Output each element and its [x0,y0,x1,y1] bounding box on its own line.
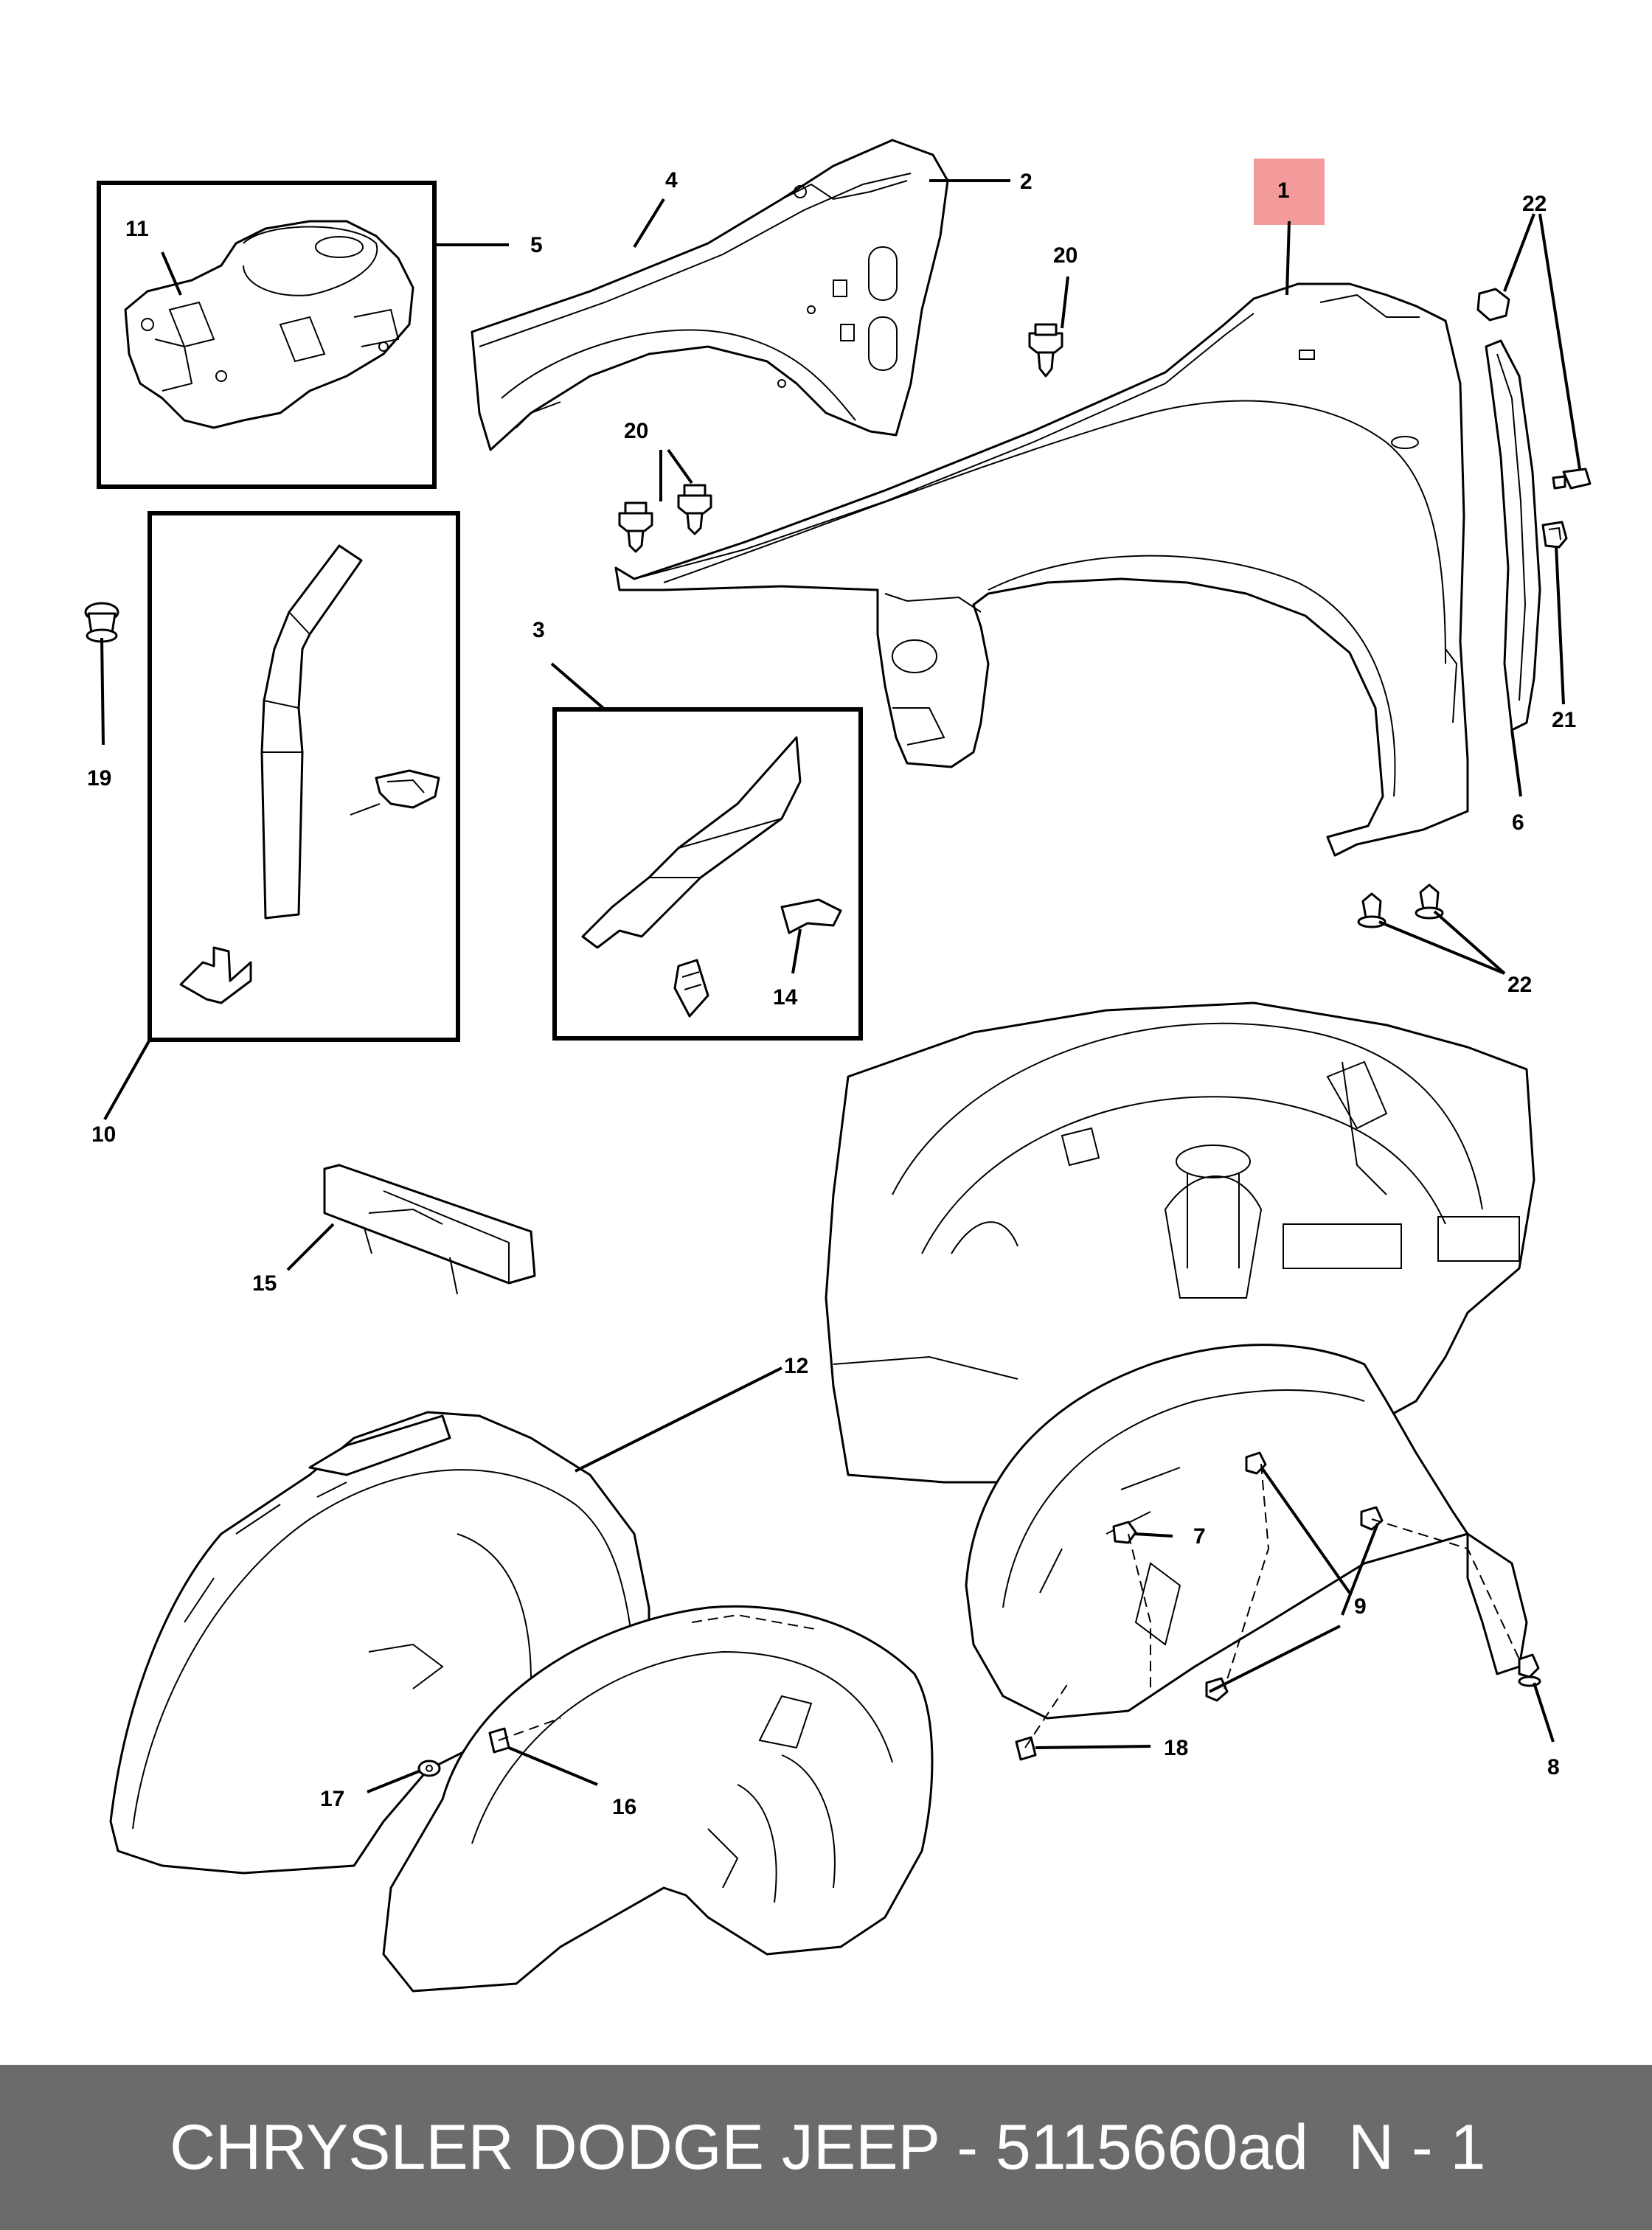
fastener-21-clip [1541,521,1568,549]
callout-21: 21 [1552,708,1576,732]
callout-16: 16 [612,1795,636,1819]
callout-11: 11 [125,217,149,241]
callout-15: 15 [252,1271,277,1296]
callout-22-top: 22 [1522,192,1547,216]
fastener-22-lower-b [1415,883,1444,920]
inset-box-5 [97,181,437,489]
part-11-apron-detail [124,220,414,429]
fastener-7 [1112,1521,1137,1544]
footer-bar: CHRYSLER DODGE JEEP - 5115660ad N - 1 [0,2065,1652,2230]
callout-1: 1 [1277,178,1290,203]
part-12-left-liner [109,1411,650,1875]
fastener-20-pair-b [677,484,712,535]
callout-22-bottom: 22 [1507,973,1532,997]
part-12-front-liner [382,1605,934,1993]
callout-2: 2 [1020,170,1032,194]
part-1-front-fender [614,282,1469,857]
callout-10: 10 [91,1122,116,1147]
part-3-bracket [581,736,842,1018]
fastener-18 [1015,1736,1037,1761]
callout-14: 14 [773,985,798,1010]
callout-20-top: 20 [1053,243,1077,268]
callout-12: 12 [784,1354,808,1378]
callout-18: 18 [1164,1736,1188,1760]
callout-20-left: 20 [624,419,648,443]
fastener-8 [1518,1653,1541,1687]
part-15-absorber [323,1164,536,1295]
part-10-reinforcement [179,544,440,1004]
footer-page-number: N - 1 [1348,2112,1486,2183]
callout-7: 7 [1193,1524,1206,1549]
inset-box-3 [552,707,863,1041]
callout-3: 3 [532,618,545,642]
part-2-4-fender-apron [471,139,949,451]
callout-19: 19 [87,766,111,791]
fastener-20-top [1028,323,1063,378]
fastener-17 [417,1760,441,1777]
parts-diagram: 1 2 4 5 11 20 20 22 21 6 22 19 3 14 10 1… [84,139,1592,1993]
fastener-22-top [1476,288,1510,322]
fastener-20-pair-a [618,501,653,553]
callout-6: 6 [1512,810,1524,835]
leader-lines [100,179,1581,1793]
inset-box-10 [148,511,460,1042]
fastener-22-right [1552,468,1592,490]
callout-17: 17 [320,1787,344,1811]
callout-4: 4 [665,168,678,192]
part-1-highlight [1254,159,1325,225]
fastener-19-plug [84,602,119,643]
part-6-fender-seal [1485,339,1541,732]
part-12-right-liner [965,1344,1528,1720]
callout-8: 8 [1547,1755,1560,1779]
callout-5: 5 [530,233,543,257]
assembly-dashed-lines [498,1463,1520,1748]
callout-labels: 1 2 4 5 11 20 20 22 21 6 22 19 3 14 10 1… [87,168,1576,1819]
fastener-22-lower-a [1357,892,1386,928]
footer-part-title: CHRYSLER DODGE JEEP - 5115660ad [170,2112,1308,2183]
callout-9: 9 [1354,1594,1367,1619]
